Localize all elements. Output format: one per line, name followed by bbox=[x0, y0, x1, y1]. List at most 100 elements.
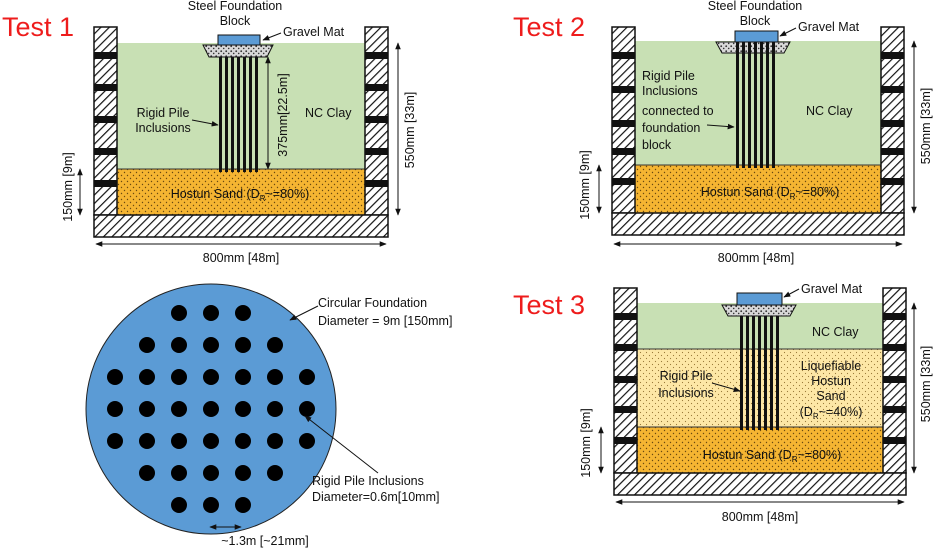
pile-dot bbox=[235, 337, 251, 353]
pile-dot bbox=[299, 401, 315, 417]
test1-clay-layer bbox=[117, 43, 365, 169]
test3-panel: Test 3 Gravel Mat NC Clay R bbox=[513, 282, 933, 524]
test3-gravel-mat bbox=[721, 304, 797, 317]
test1-sand-height-label: 150mm [9m] bbox=[61, 152, 75, 221]
pile-dot bbox=[171, 497, 187, 513]
test3-liquefiable-label-1: Liquefiable bbox=[801, 359, 862, 373]
spacing-label: ~1.3m [~21mm] bbox=[221, 534, 309, 548]
pile-dot-grid bbox=[107, 305, 315, 513]
pile-dot bbox=[139, 433, 155, 449]
test2-panel: Test 2 Steel Foundation Block Gravel Mat bbox=[513, 0, 933, 265]
test1-pile-label-2: Inclusions bbox=[135, 121, 191, 135]
test3-sand-height-label: 150mm [9m] bbox=[579, 408, 593, 477]
test1-nc-clay-label: NC Clay bbox=[305, 106, 352, 120]
test3-pile-arrow bbox=[711, 382, 741, 392]
pile-dot bbox=[267, 433, 283, 449]
pile-dot bbox=[299, 433, 315, 449]
test2-pile-label-3: connected to bbox=[642, 104, 714, 118]
test3-total-height-label: 550mm [33m] bbox=[919, 346, 933, 422]
pile-dot bbox=[235, 433, 251, 449]
pile-dot bbox=[235, 497, 251, 513]
test2-clay-layer bbox=[635, 41, 881, 165]
test2-steel-foundation-label-2: Block bbox=[740, 14, 771, 28]
pile-inclusions-label-1: Rigid Pile Inclusions bbox=[312, 474, 424, 488]
pile-dot bbox=[235, 369, 251, 385]
test2-hostun-sand-label: Hostun Sand (DR~=80%) bbox=[701, 185, 840, 201]
test3-pile-label-2: Inclusions bbox=[658, 386, 714, 400]
pile-dot bbox=[267, 465, 283, 481]
test3-gravel-mat-label: Gravel Mat bbox=[801, 282, 863, 296]
test2-width-label: 800mm [48m] bbox=[718, 251, 794, 265]
test3-nc-clay-label: NC Clay bbox=[812, 325, 859, 339]
test2-steel-foundation-label-1: Steel Foundation bbox=[708, 0, 803, 13]
test2-wall-stripes bbox=[612, 52, 904, 185]
test2-pile-label-1: Rigid Pile bbox=[642, 69, 695, 83]
pile-dot bbox=[299, 369, 315, 385]
plan-view-panel: Circular Foundation Diameter = 9m [150mm… bbox=[85, 283, 452, 548]
pile-dot bbox=[267, 369, 283, 385]
test3-liquefiable-label-2: Hostun bbox=[811, 374, 851, 388]
test1-width-label: 800mm [48m] bbox=[203, 251, 279, 265]
circular-foundation-label-1: Circular Foundation bbox=[318, 296, 427, 310]
pile-dot bbox=[267, 401, 283, 417]
test1-sand-texture bbox=[117, 169, 365, 215]
pile-dot bbox=[235, 305, 251, 321]
test2-total-height-label: 550mm [33m] bbox=[919, 88, 933, 164]
test2-pile-inclusions bbox=[736, 42, 775, 168]
test3-dense-sand-texture bbox=[637, 427, 883, 473]
test3-hostun-sand-label: Hostun Sand (DR~=80%) bbox=[703, 448, 842, 464]
test2-pile-label-5: block bbox=[642, 138, 672, 152]
pile-dot bbox=[171, 337, 187, 353]
test3-pile-label-1: Rigid Pile bbox=[660, 369, 713, 383]
pile-dot bbox=[235, 465, 251, 481]
test2-gravel-mat-label: Gravel Mat bbox=[798, 20, 860, 34]
test1-pile-label-1: Rigid Pile bbox=[137, 106, 190, 120]
test1-wall-stripes bbox=[94, 52, 388, 187]
test2-sand-height-label: 150mm [9m] bbox=[578, 150, 592, 219]
pile-dot bbox=[203, 433, 219, 449]
test1-pile-length-label: 375mm[22.5m] bbox=[276, 73, 290, 156]
pile-dot bbox=[203, 465, 219, 481]
pile-dot bbox=[171, 433, 187, 449]
test3-pile-inclusions bbox=[740, 316, 779, 430]
pile-dot bbox=[107, 369, 123, 385]
test2-pile-label-2: Inclusions bbox=[642, 84, 698, 98]
test2-gravel-arrow bbox=[779, 27, 797, 37]
test3-title: Test 3 bbox=[513, 290, 585, 320]
test3-liquefiable-label-3: Sand bbox=[816, 389, 845, 403]
test2-pile-label-4: foundation bbox=[642, 121, 700, 135]
circular-foundation-label-2: Diameter = 9m [150mm] bbox=[318, 314, 452, 328]
test1-panel: Test 1 Steel Foundation Block Gravel Mat bbox=[2, 0, 417, 265]
test2-gravel-mat bbox=[715, 41, 791, 54]
pile-dot bbox=[107, 433, 123, 449]
test2-base bbox=[611, 212, 905, 236]
test3-foundation-block bbox=[736, 292, 783, 306]
test2-title: Test 2 bbox=[513, 12, 585, 42]
pile-dot bbox=[203, 401, 219, 417]
pile-dot bbox=[139, 465, 155, 481]
test3-gravel-arrow bbox=[783, 288, 800, 298]
pile-dot bbox=[139, 337, 155, 353]
pile-dot bbox=[203, 369, 219, 385]
pile-dot bbox=[267, 337, 283, 353]
pile-dot bbox=[107, 401, 123, 417]
test3-width-label: 800mm [48m] bbox=[722, 510, 798, 524]
pile-dot bbox=[139, 401, 155, 417]
test3-liquefiable-dr-label: (DR~=40%) bbox=[800, 405, 863, 421]
test1-steel-foundation-label-2: Block bbox=[220, 14, 251, 28]
test1-foundation-block bbox=[217, 34, 261, 46]
test2-foundation-block bbox=[734, 30, 779, 43]
test1-title: Test 1 bbox=[2, 12, 74, 42]
pile-inclusions-arrow bbox=[304, 415, 379, 474]
pile-dot bbox=[139, 369, 155, 385]
pile-dot bbox=[171, 305, 187, 321]
test2-sand-texture bbox=[635, 165, 881, 213]
test1-gravel-mat-label: Gravel Mat bbox=[283, 25, 345, 39]
pile-dot bbox=[203, 337, 219, 353]
test2-nc-clay-label: NC Clay bbox=[806, 104, 853, 118]
pile-inclusions-label-2: Diameter=0.6m[10mm] bbox=[312, 490, 439, 504]
test1-gravel-mat bbox=[202, 44, 274, 58]
test1-gravel-arrow bbox=[262, 32, 282, 41]
test1-hostun-sand-label: Hostun Sand (DR~=80%) bbox=[171, 187, 310, 203]
